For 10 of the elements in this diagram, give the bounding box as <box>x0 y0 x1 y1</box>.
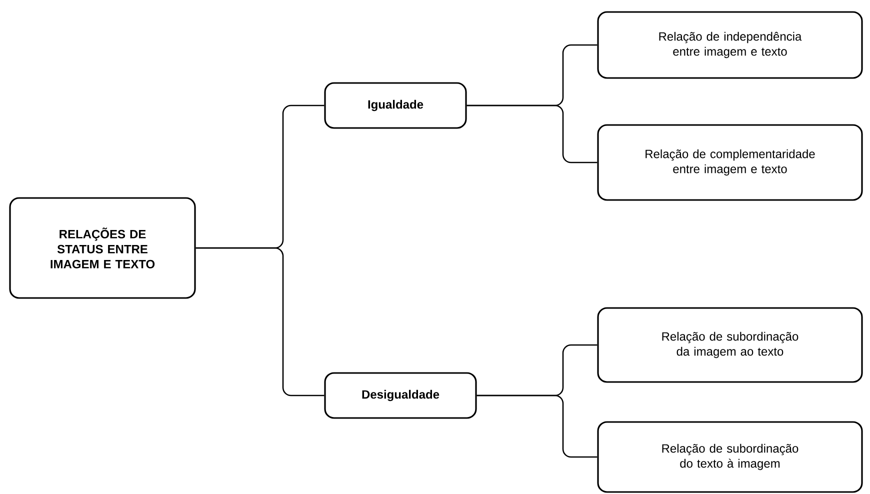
relation-box: Relação de subordinação do texto à imagem <box>597 421 863 493</box>
topic-box: RELAÇÕES DE STATUS ENTRE IMAGEM E TEXTO <box>9 197 196 299</box>
relation-box: Relação de complementaridade entre imagem e texto <box>597 124 863 201</box>
connector <box>466 104 598 164</box>
category-box: Igualdade <box>324 82 467 129</box>
relation-box: Relação de subordinação da imagem ao texto <box>597 307 863 383</box>
connector <box>476 394 598 458</box>
connector <box>196 247 324 396</box>
category-box: Desigualdade <box>324 372 477 419</box>
relation-box: Relação de independência entre imagem e texto <box>597 11 863 79</box>
